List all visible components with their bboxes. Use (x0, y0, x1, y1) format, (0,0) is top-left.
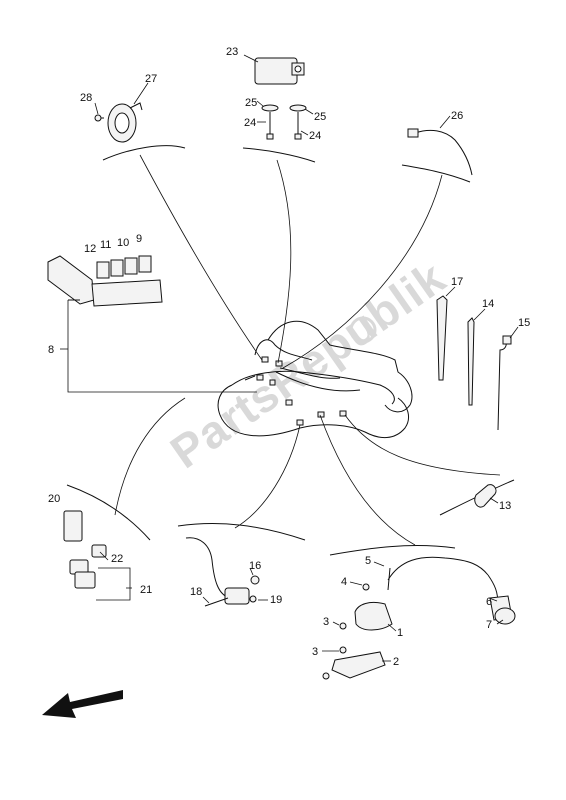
cable-tie-icon (436, 295, 448, 381)
callout-21: 21 (140, 584, 152, 596)
callout-23: 23 (226, 46, 238, 58)
callout-5: 5 (365, 555, 371, 567)
callout-7: 7 (486, 619, 492, 631)
callout-28: 28 (80, 92, 92, 104)
relay-bracket-icon (254, 57, 298, 85)
watermark: PartsRepublik (161, 251, 455, 478)
callout-labels: 23 27 28 25 25 24 24 26 12 11 10 9 17 14… (48, 46, 530, 668)
rubber-sleeve (474, 484, 497, 508)
sensor-icon (224, 587, 250, 605)
sensor-assembly (185, 537, 260, 607)
callout-17: 17 (451, 276, 463, 288)
callout-22: 22 (111, 553, 123, 565)
callout-15: 15 (518, 317, 530, 329)
callout-25b: 25 (314, 111, 326, 123)
callout-26: 26 (451, 110, 463, 122)
sleeve-icon (474, 484, 497, 508)
front-direction-arrow-icon (42, 690, 123, 718)
callout-3a: 3 (323, 616, 329, 628)
callout-16: 16 (249, 560, 261, 572)
callout-13: 13 (499, 500, 511, 512)
harness-leaders (67, 154, 501, 546)
connector-icon (407, 128, 419, 138)
relay-group (63, 510, 131, 601)
callout-9: 9 (136, 233, 142, 245)
callout-27: 27 (145, 73, 157, 85)
callout-1: 1 (397, 627, 403, 639)
relay-icon (63, 510, 83, 542)
callout-3b: 3 (312, 646, 318, 658)
direction-arrow (42, 690, 123, 718)
callout-6: 6 (486, 596, 492, 608)
sensor-lead-assembly (407, 128, 473, 176)
ignition-coil-icon (354, 601, 393, 631)
callout-19: 19 (270, 594, 282, 606)
panel-edges (66, 145, 515, 556)
callout-leaders (60, 54, 519, 662)
watermark-text: PartsRepublik (161, 251, 455, 478)
callout-12: 12 (84, 243, 96, 255)
callout-20: 20 (48, 493, 60, 505)
callout-2: 2 (393, 656, 399, 668)
cable-ties (436, 295, 512, 431)
callout-4: 4 (341, 576, 347, 588)
horn-assembly (94, 102, 143, 143)
callout-8: 8 (48, 344, 54, 356)
callout-25a: 25 (245, 97, 257, 109)
ignition-coil-assembly (322, 556, 516, 680)
callout-14: 14 (482, 298, 494, 310)
fuse-box-assembly (47, 255, 163, 307)
callout-24b: 24 (309, 130, 321, 142)
fuse-box-cover-icon (47, 255, 95, 305)
fuse-box-icon (91, 279, 163, 307)
relay-bracket-assembly (254, 57, 307, 140)
callout-18: 18 (190, 586, 202, 598)
callout-10: 10 (117, 237, 129, 249)
callout-11: 11 (100, 239, 111, 251)
callout-24a: 24 (244, 117, 256, 129)
